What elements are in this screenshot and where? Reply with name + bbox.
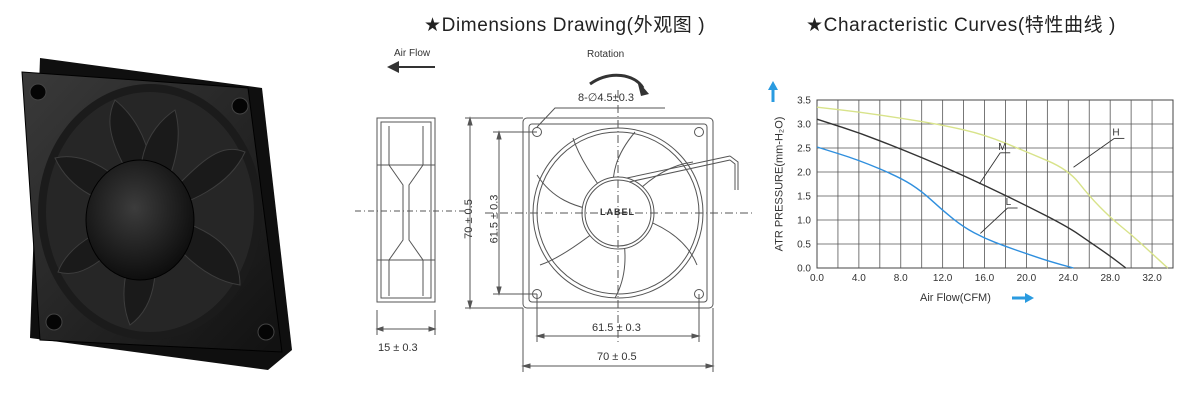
x-tick-label: 24.0	[1059, 273, 1079, 284]
x-tick-label: 20.0	[1017, 273, 1037, 284]
characteristic-curves-chart: 0.0 4.0 8.0 12.0 16.0 20.0 24.0 28.0 32.0 0.0 0.5 1…	[768, 81, 1174, 303]
y-tick-label: 3.5	[797, 96, 811, 107]
x-tick-label: 32.0	[1142, 273, 1162, 284]
side-thickness-dimension	[375, 310, 437, 335]
dimensions-heading: ★Dimensions Drawing(外观图 )	[424, 15, 706, 36]
x-tick-label: 12.0	[933, 273, 953, 284]
y-tick-label: 1.5	[797, 192, 811, 203]
height-outer-label: 70 ± 0.5	[462, 199, 475, 239]
air-flow-label: Air Flow	[394, 48, 431, 59]
series-line-h	[816, 106, 1169, 269]
x-tick-label: 4.0	[852, 273, 866, 284]
x-tick-label: 16.0	[975, 273, 995, 284]
hole-spec-label: 8-∅4.5±0.3	[578, 92, 634, 104]
height-inner-label: 61.5 ± 0.3	[488, 194, 501, 244]
width-outer-label: 70 ± 0.5	[597, 351, 637, 363]
front-view-drawing	[465, 73, 755, 372]
y-tick-label: 0.0	[797, 264, 811, 275]
y-axis-label: ATR PRESSURE(mm-H₂O)	[773, 116, 786, 252]
y-tick-label: 3.0	[797, 120, 811, 131]
series-line-m	[816, 118, 1127, 269]
series-label: L	[1006, 197, 1012, 208]
x-axis-label: Air Flow(CFM)	[920, 292, 991, 304]
series-label: H	[1112, 127, 1119, 138]
plot-frame	[816, 99, 1174, 269]
side-view-drawing	[355, 117, 465, 303]
x-tick-label: 8.0	[894, 273, 908, 284]
y-axis-arrow-icon	[768, 81, 778, 102]
y-tick-label: 2.0	[797, 168, 811, 179]
curves-heading: ★Characteristic Curves(特性曲线 )	[806, 15, 1116, 36]
series-line-l	[816, 146, 1074, 269]
x-axis-arrow-icon	[1012, 293, 1034, 303]
x-tick-label: 0.0	[810, 273, 824, 284]
rotation-label: Rotation	[587, 49, 625, 60]
x-tick-label: 28.0	[1100, 273, 1120, 284]
air-flow-arrow-icon	[387, 61, 435, 73]
series-leader-line	[980, 207, 1008, 234]
series-leader-line	[1073, 138, 1115, 168]
y-tick-label: 1.0	[797, 216, 811, 227]
y-tick-label: 2.5	[797, 144, 811, 155]
y-tick-label: 0.5	[797, 240, 811, 251]
hub-label-text: LABEL	[600, 207, 635, 217]
width-inner-label: 61.5 ± 0.3	[592, 322, 641, 334]
fan-photo	[21, 58, 292, 370]
series-label: M	[998, 142, 1006, 153]
side-thickness-label: 15 ± 0.3	[378, 342, 418, 354]
series-leader-line	[978, 152, 1001, 185]
